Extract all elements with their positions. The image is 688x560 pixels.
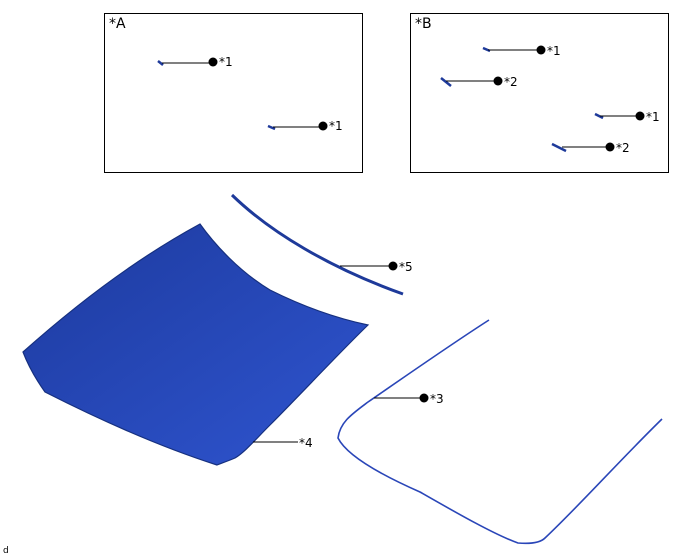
inset-a-callout-1: *1 bbox=[162, 55, 233, 69]
callout-dot bbox=[208, 57, 218, 67]
callout-label: *1 bbox=[219, 55, 233, 69]
callout-dot bbox=[493, 76, 503, 86]
clip-part bbox=[157, 60, 164, 66]
inset-a-title: *A bbox=[109, 16, 126, 32]
inset-a-callout-2: *1 bbox=[273, 119, 343, 133]
callout-dam: *3 bbox=[374, 392, 444, 406]
clip-part bbox=[440, 77, 452, 87]
inset-b-callout-3: *1 bbox=[600, 110, 660, 124]
callout-dot bbox=[318, 121, 328, 131]
callout-dot bbox=[388, 261, 398, 271]
inset-a-clips bbox=[157, 60, 276, 131]
callout-molding: *5 bbox=[340, 260, 413, 274]
callout-label: *2 bbox=[504, 75, 518, 89]
callout-label: *4 bbox=[299, 436, 313, 450]
windshield-dam bbox=[337, 319, 663, 545]
inset-a: *A bbox=[104, 13, 363, 173]
callout-label: *1 bbox=[547, 44, 561, 58]
clip-part bbox=[267, 124, 276, 131]
callout-dot bbox=[605, 142, 615, 152]
clip-part bbox=[551, 142, 567, 153]
windshield-molding bbox=[230, 193, 404, 296]
callout-dot bbox=[536, 45, 546, 55]
clip-part bbox=[594, 112, 604, 120]
callout-label: *5 bbox=[399, 260, 413, 274]
inset-b-callout-1: *1 bbox=[488, 44, 561, 58]
callout-label: *1 bbox=[329, 119, 343, 133]
inset-b-clips bbox=[440, 46, 604, 153]
windshield-glass bbox=[22, 223, 370, 466]
callout-label: *3 bbox=[430, 392, 444, 406]
inset-b-callout-4: *2 bbox=[562, 141, 630, 155]
figure-code: d bbox=[3, 546, 9, 556]
inset-b-title: *B bbox=[415, 16, 432, 32]
callout-label: *1 bbox=[646, 110, 660, 124]
inset-b: *B bbox=[410, 13, 669, 173]
callout-dot bbox=[419, 393, 429, 403]
callout-dot bbox=[635, 111, 645, 121]
callout-label: *2 bbox=[616, 141, 630, 155]
inset-b-callout-2: *2 bbox=[446, 75, 518, 89]
callout-glass: *4 bbox=[253, 436, 313, 450]
